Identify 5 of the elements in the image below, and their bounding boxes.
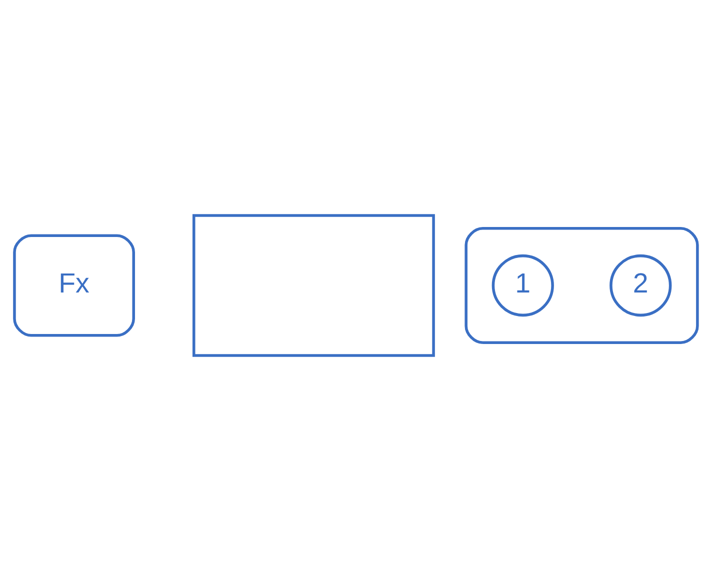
node-circle: 1 (492, 254, 554, 317)
node-box (192, 214, 435, 357)
node-circle: 2 (610, 254, 672, 317)
cluster (464, 227, 699, 344)
node-box: Fx (13, 234, 135, 337)
